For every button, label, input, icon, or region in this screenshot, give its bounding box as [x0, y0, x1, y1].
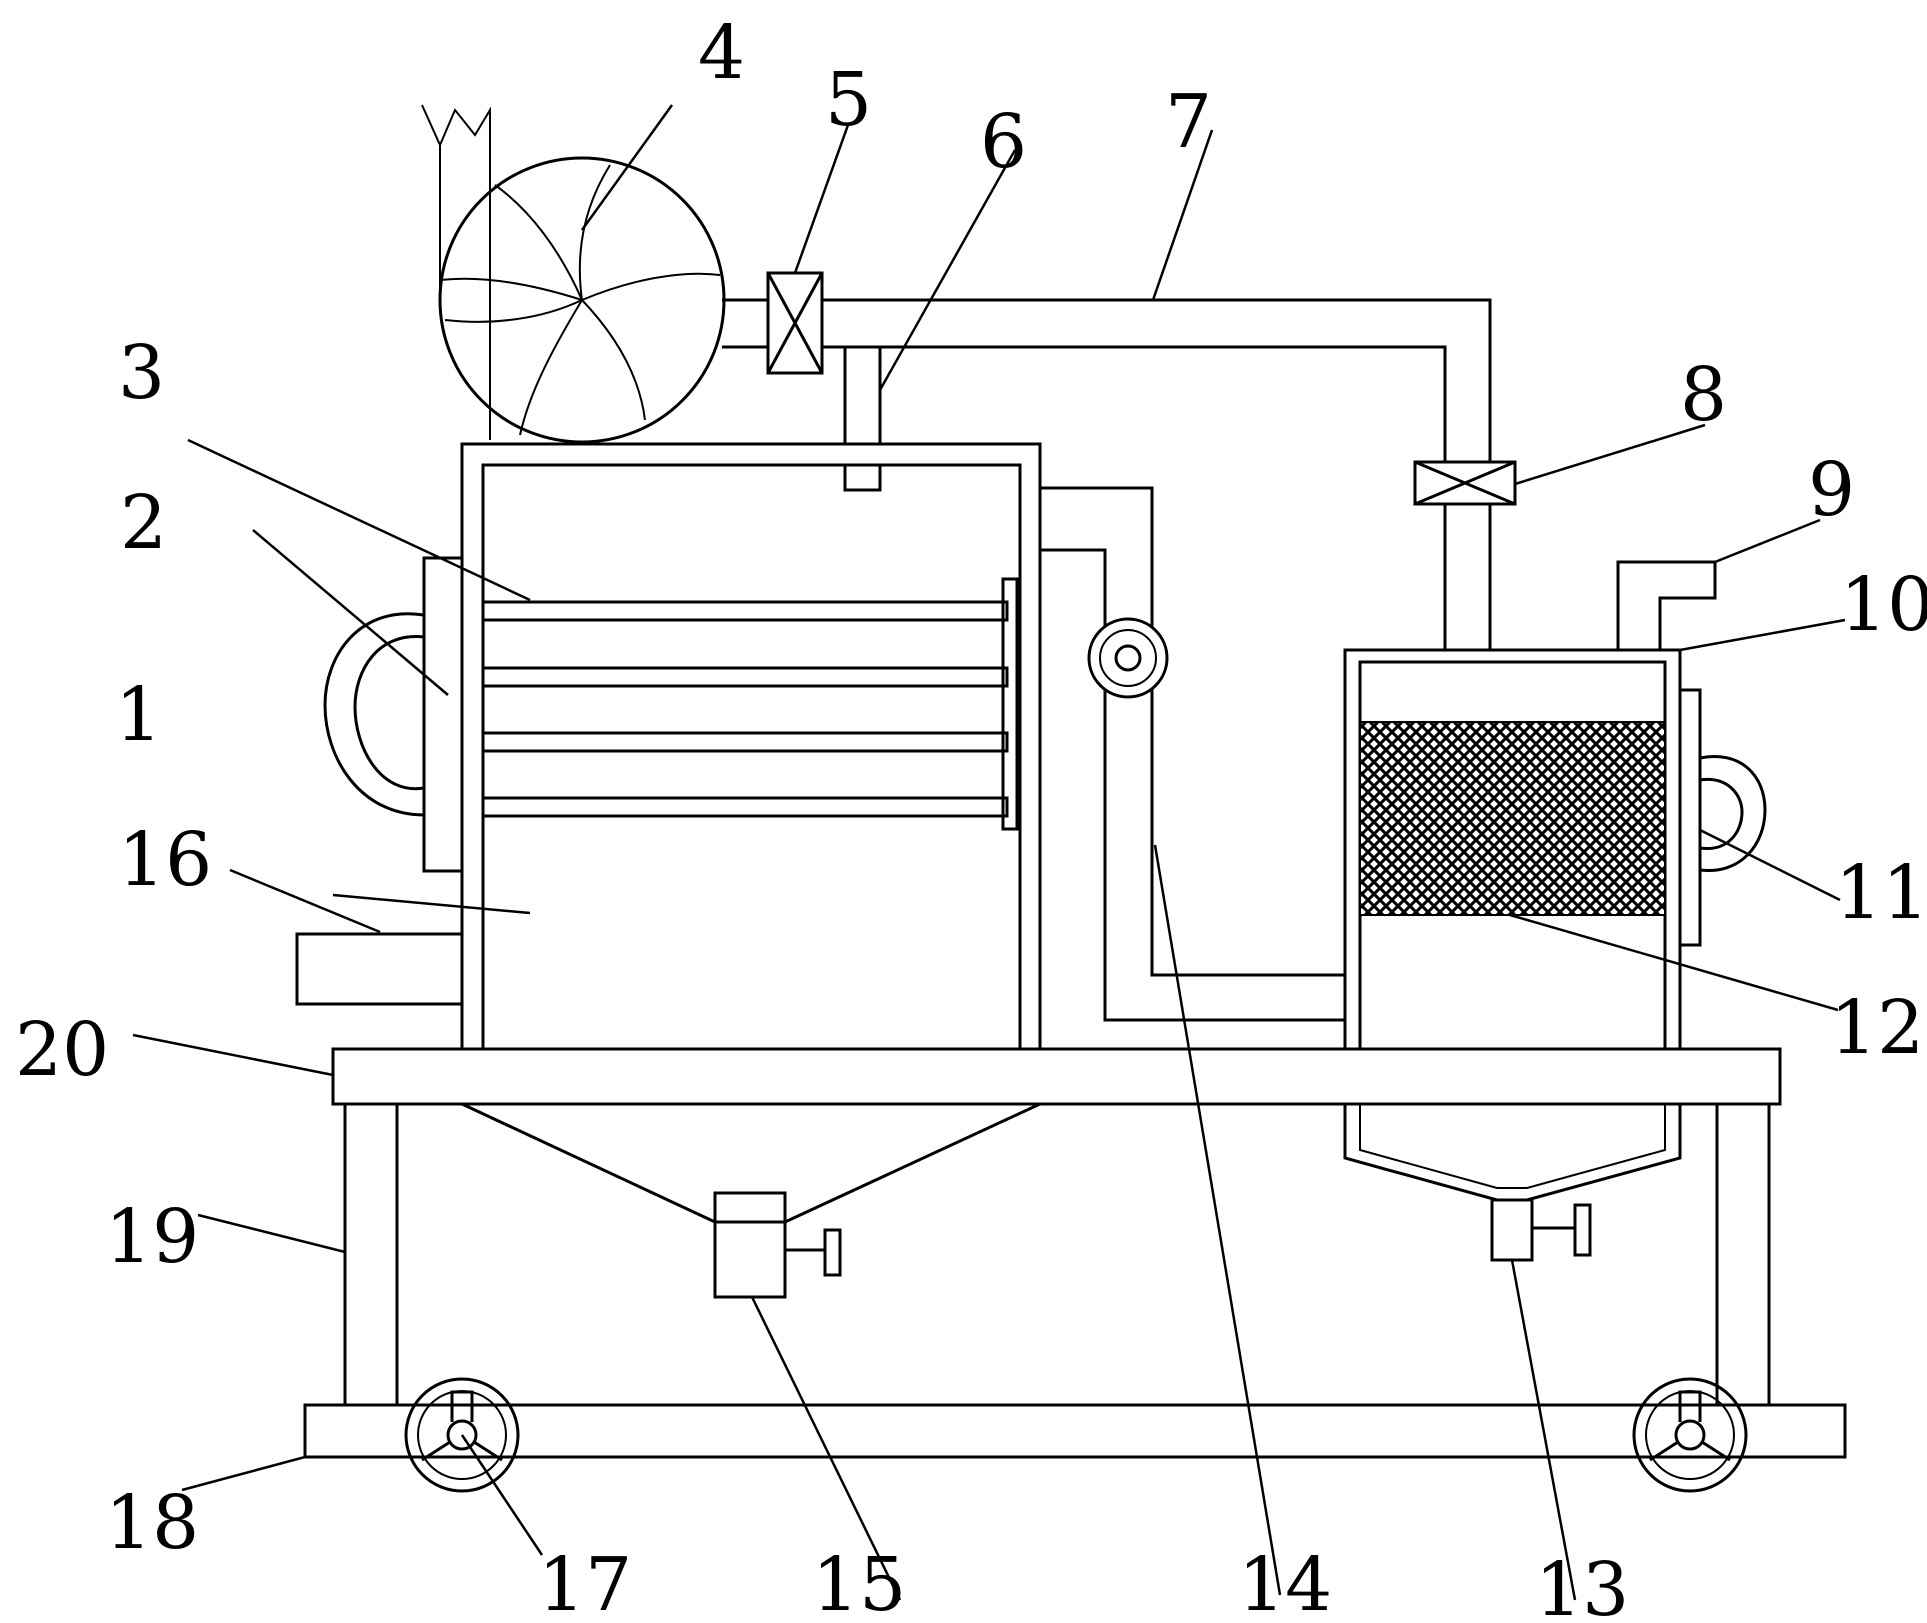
filter-mesh [1359, 721, 1666, 916]
side-door-left [323, 556, 464, 873]
main-hopper [461, 1102, 1041, 1299]
pump [1087, 617, 1169, 699]
label-18: 18 [105, 1480, 199, 1566]
label-5: 5 [825, 57, 872, 143]
label-20: 20 [15, 1007, 109, 1093]
fan [421, 104, 726, 444]
label-6: 6 [980, 99, 1027, 185]
label-16: 16 [118, 817, 212, 903]
label-8: 8 [1680, 352, 1727, 438]
wheel-left [404, 1377, 520, 1493]
connecting-pipe [1040, 486, 1345, 1022]
labels: 1 2 3 4 5 6 7 8 9 10 11 12 13 14 15 16 1… [15, 10, 1927, 1623]
label-11: 11 [1835, 850, 1927, 936]
label-10: 10 [1840, 562, 1927, 648]
exhaust-pipe [1616, 560, 1717, 650]
inlet-pipe [295, 932, 464, 1006]
side-door-right [1678, 688, 1767, 947]
label-9: 9 [1808, 447, 1855, 533]
drain-valve [1490, 1198, 1592, 1262]
base-rail [303, 1403, 1847, 1459]
label-2: 2 [120, 480, 167, 566]
label-3: 3 [118, 330, 165, 416]
label-1: 1 [115, 672, 162, 758]
label-12: 12 [1830, 985, 1924, 1071]
label-7: 7 [1165, 79, 1212, 165]
label-17: 17 [538, 1542, 632, 1623]
filter-tank [1343, 648, 1682, 1202]
label-14: 14 [1238, 1542, 1332, 1623]
platform-plate [331, 1047, 1782, 1106]
wheel-right [1632, 1377, 1748, 1493]
label-13: 13 [1535, 1547, 1629, 1623]
leader-lines [132, 104, 1846, 1601]
label-19: 19 [105, 1194, 199, 1280]
label-4: 4 [698, 10, 745, 96]
heating-rods [481, 577, 1019, 831]
label-15: 15 [812, 1542, 906, 1623]
main-tank [460, 442, 1042, 1051]
air-pipe [722, 298, 1492, 650]
